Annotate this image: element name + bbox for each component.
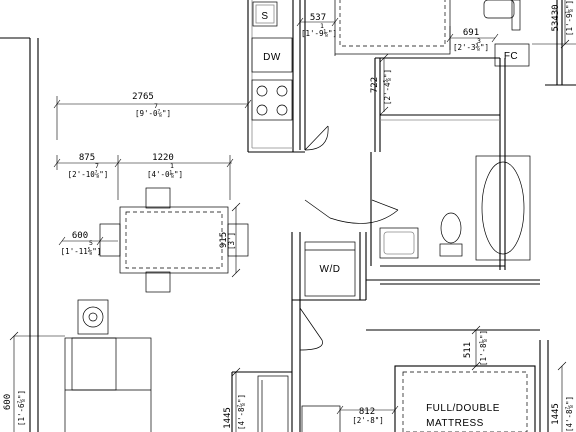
furnace-label: FC xyxy=(504,51,518,62)
corridor xyxy=(291,279,540,432)
dim-table-width-imperial: [4'-0⅛"] xyxy=(147,170,183,179)
stove xyxy=(251,79,293,121)
dim-kitchen-top-imperial: [1'-9⅛"] xyxy=(301,29,337,38)
lamp-icon xyxy=(82,306,104,328)
dim-left-to-table-mm: 875 xyxy=(79,153,95,163)
sofa xyxy=(64,337,152,432)
entry-door xyxy=(304,125,399,224)
dim-table-depth-imperial: [3'] xyxy=(227,232,236,250)
bedroom xyxy=(231,365,536,432)
side-table xyxy=(77,299,109,335)
dimension-labels: 2765 7 [9'-0⅞"] 875 7 [2'-10⅞"] 1220 1 [… xyxy=(3,0,574,432)
closet xyxy=(257,375,289,432)
vanity xyxy=(379,227,419,259)
dim-left-edge-mm: 600 xyxy=(3,394,13,410)
toilet-top xyxy=(483,0,515,19)
chair-top xyxy=(145,187,171,209)
dim-living-width-mm: 2765 xyxy=(132,92,154,102)
exterior-wall-left xyxy=(0,37,39,432)
dim-right-top-imperial: [1'-9⅛"] xyxy=(565,0,574,36)
dim-closet-imperial: [2'-8"] xyxy=(352,416,384,425)
mattress-label-line2: MATTRESS xyxy=(426,418,484,429)
dishwasher-label: DW xyxy=(263,52,281,63)
dim-bed-left-mm: 1445 xyxy=(223,407,233,429)
dim-left-to-table-frac: 7 xyxy=(95,162,99,170)
dim-right-top-mm: 53430 xyxy=(551,4,561,31)
dim-table-side-imperial: [1'-11⅝"] xyxy=(61,247,102,256)
dim-kitchen-top-mm: 537 xyxy=(310,13,326,23)
living-furniture xyxy=(64,299,152,432)
chair-left xyxy=(99,223,121,257)
washer-dryer-label: W/D xyxy=(320,264,341,275)
mattress-label-line1: FULL/DOUBLE xyxy=(426,403,500,414)
dim-left-edge-imperial: [1'-6⅞"] xyxy=(17,390,26,426)
dim-bath-top-frac: 3 xyxy=(477,37,481,45)
washer-dryer xyxy=(304,241,356,297)
sink-label: S xyxy=(261,11,268,22)
bathroom xyxy=(370,0,531,270)
exterior-wall-right xyxy=(539,0,576,432)
dim-table-width-frac: 1 xyxy=(170,162,174,170)
dim-closet-mm: 812 xyxy=(359,407,375,417)
dishwasher xyxy=(251,37,293,73)
chair-bottom xyxy=(145,271,171,293)
dim-bath-top-imperial: [2'-3⅜"] xyxy=(453,43,489,52)
dim-kitchen-top-frac: 1 xyxy=(320,22,324,30)
dim-living-width-imperial: [9'-0⅞"] xyxy=(135,109,171,118)
dim-left-to-table-imperial: [2'-10⅞"] xyxy=(68,170,109,179)
bathtub xyxy=(475,155,531,261)
dim-bed-top-imperial: [1'-8⅛"] xyxy=(479,330,488,366)
dim-hall-vertical-imperial: [2'-4⅝"] xyxy=(383,69,392,105)
chair-right xyxy=(227,223,249,257)
toilet xyxy=(440,212,462,244)
sink-basin xyxy=(252,1,278,27)
dining-table xyxy=(99,187,249,293)
dim-table-side-mm: 600 xyxy=(72,231,88,241)
dim-hall-vertical-mm: 722 xyxy=(370,77,380,93)
nightstand xyxy=(301,405,341,432)
dim-bed-right-imperial: [4'-8⅞"] xyxy=(565,396,574,432)
bed xyxy=(394,365,536,432)
fixture-labels: S DW W/D FC FULL/DOUBLE MATTRESS xyxy=(261,11,518,429)
dim-bed-top-mm: 511 xyxy=(463,342,473,358)
dim-living-width-frac: 7 xyxy=(154,102,158,110)
dim-bed-right-mm: 1445 xyxy=(551,403,561,425)
dim-table-depth-mm: 915 xyxy=(219,232,229,248)
furnace-closet xyxy=(494,43,530,67)
laundry-closet xyxy=(291,232,367,301)
dim-table-side-frac: 5 xyxy=(89,239,93,247)
dim-bed-left-imperial: [4'-8⅞"] xyxy=(237,394,246,430)
dim-bath-top-mm: 691 xyxy=(463,28,479,38)
kitchen-counter xyxy=(247,0,305,153)
dim-table-width-mm: 1220 xyxy=(152,153,174,163)
dimension-lines xyxy=(9,0,576,432)
